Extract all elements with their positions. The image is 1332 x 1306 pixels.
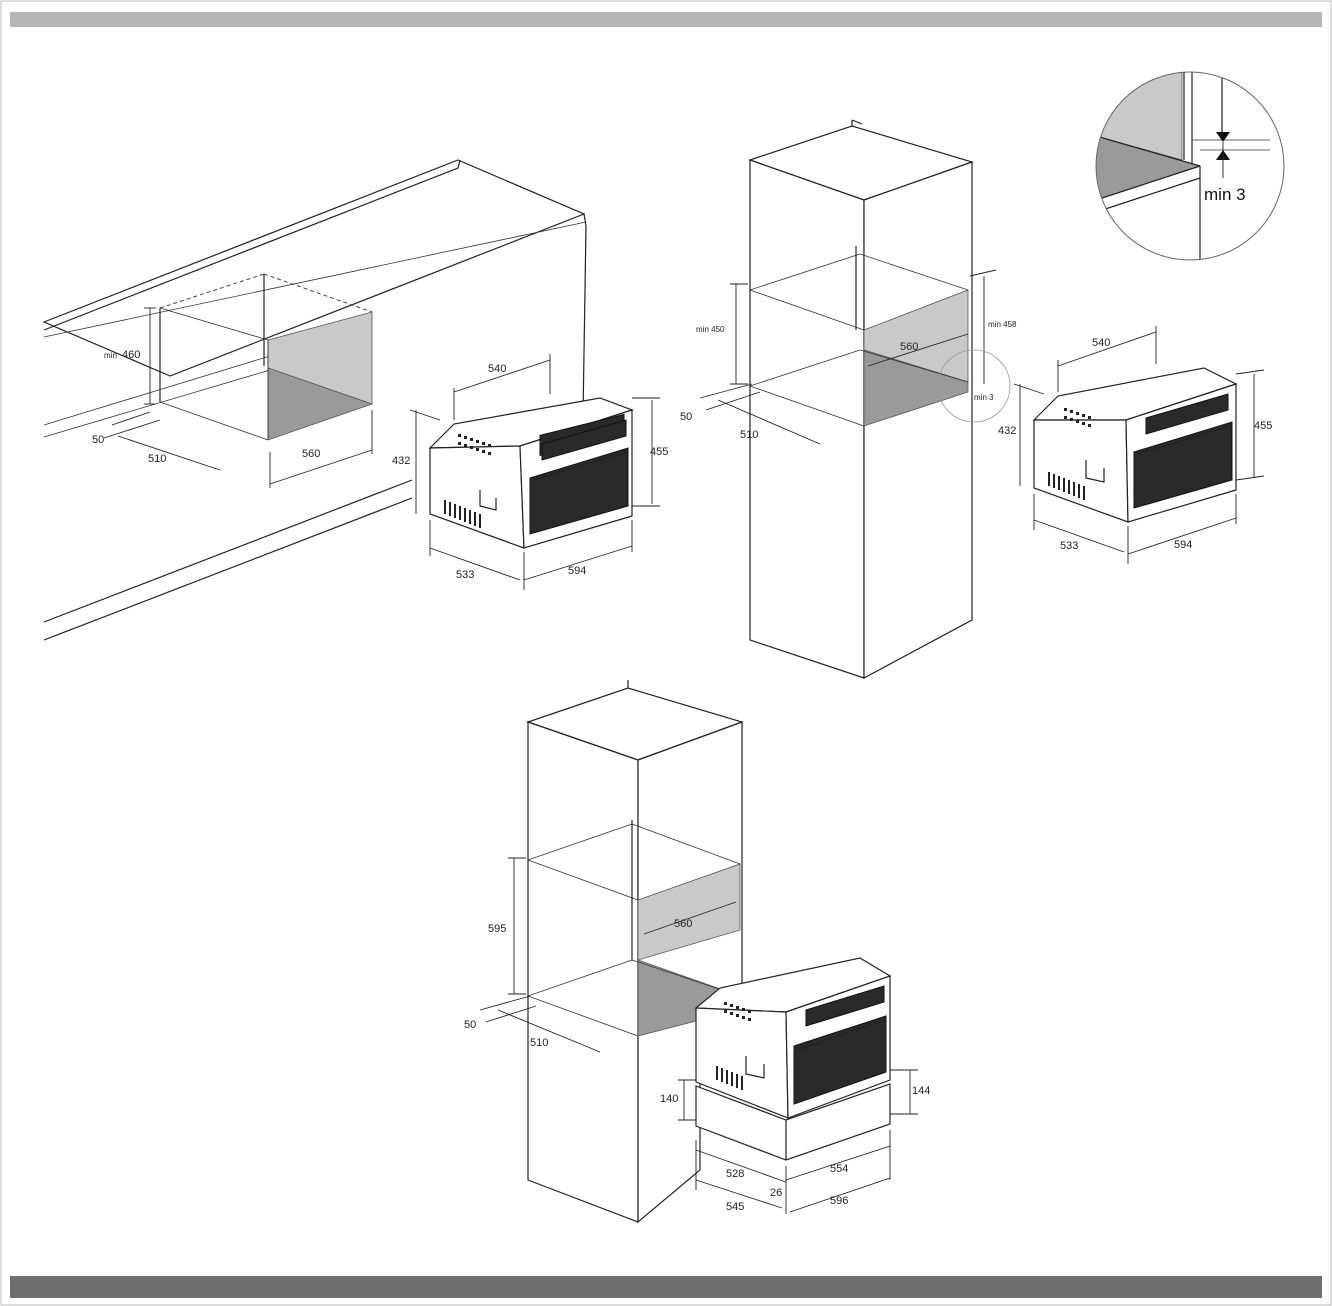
oven-tall-depth: 533 xyxy=(1060,540,1078,552)
oven-tall-vent-side xyxy=(1048,472,1085,500)
detail-inset: min 3 xyxy=(1095,71,1285,261)
countertop-depth-label: 510 xyxy=(148,453,166,465)
oven-window xyxy=(529,447,629,535)
clearance-detail-marker xyxy=(937,349,1011,423)
oven-tall-window xyxy=(1133,421,1233,509)
vent-grille-side xyxy=(444,500,481,528)
oven-side-height: 432 xyxy=(392,455,410,467)
arrow-down-icon xyxy=(1216,132,1230,142)
drawer-oven-vent xyxy=(716,1002,751,1090)
inset-clearance-label: min 3 xyxy=(1204,185,1246,204)
drawer-depth: 528 xyxy=(726,1168,744,1180)
oven-top-width: 540 xyxy=(488,363,506,375)
footer-band xyxy=(10,1276,1322,1298)
oven-tall-top-width: 540 xyxy=(1092,337,1110,349)
drawer-offset: 26 xyxy=(770,1187,782,1199)
tall-gap: 50 xyxy=(680,411,692,423)
header-band xyxy=(10,12,1322,27)
drawer-total-width: 596 xyxy=(830,1195,848,1207)
oven-tall-front-height: 455 xyxy=(1254,420,1272,432)
tall-cabinet: min 450 min 458 560 50 510 min 3 xyxy=(680,119,1017,680)
tall-depth: 510 xyxy=(740,429,758,441)
countertop-width-label: 560 xyxy=(302,448,320,460)
oven-tall-vent-top xyxy=(1064,408,1091,427)
drawer-cab-depth: 510 xyxy=(530,1037,548,1049)
countertop-min-prefix: min xyxy=(104,351,117,360)
drawer-cab-height: 595 xyxy=(488,923,506,935)
detail-circle xyxy=(1095,71,1285,261)
oven-tall-width: 594 xyxy=(1174,539,1192,551)
drawer-height-right: 144 xyxy=(912,1085,930,1097)
tall-clearance: min 3 xyxy=(974,393,994,402)
drawer-cab-width: 560 xyxy=(674,918,692,930)
countertop-installation: min 460 50 510 560 xyxy=(42,159,587,641)
countertop-height-label: 460 xyxy=(122,349,140,361)
oven-tall: 540 432 455 533 594 xyxy=(998,326,1272,564)
drawer-height-left: 140 xyxy=(660,1093,678,1105)
oven-width: 594 xyxy=(568,565,586,577)
drawer-cabinet: 595 560 50 510 140 144 528 26 554 545 59… xyxy=(464,680,930,1224)
tall-min-height: min 450 xyxy=(696,325,725,334)
vent-grille-top xyxy=(458,434,491,455)
tall-min-height-right: min 458 xyxy=(988,320,1017,329)
oven-front-height: 455 xyxy=(650,446,668,458)
drawer-width: 554 xyxy=(830,1163,848,1175)
oven-depth: 533 xyxy=(456,569,474,581)
drawer-cab-gap: 50 xyxy=(464,1019,476,1031)
oven-tall-side-height: 432 xyxy=(998,425,1016,437)
drawer-niche-back xyxy=(637,863,741,961)
tall-width: 560 xyxy=(900,341,918,353)
drawer-oven-window xyxy=(793,1015,887,1105)
drawer-total-depth: 545 xyxy=(726,1201,744,1213)
countertop-gap-label: 50 xyxy=(92,434,104,446)
oven-countertop: 540 432 455 533 594 xyxy=(392,354,668,590)
